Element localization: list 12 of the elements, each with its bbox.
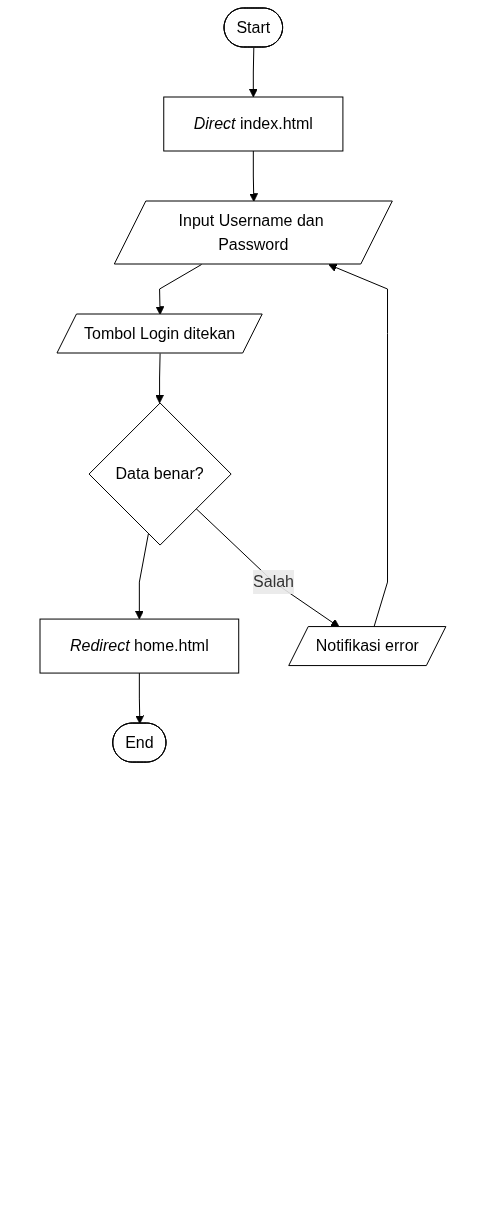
arrow [195,508,340,628]
arrow [135,533,149,620]
arrow [249,150,259,202]
arrow [155,353,165,404]
arrow [155,264,203,315]
node-box: Redirect home.html [39,618,240,674]
node-box: Direct index.html [163,96,344,152]
arrow [135,672,145,724]
edge-label: Salah [253,573,295,591]
node-diamond: Data benar? [88,402,232,546]
arrow [328,263,389,628]
arrow [249,47,258,98]
